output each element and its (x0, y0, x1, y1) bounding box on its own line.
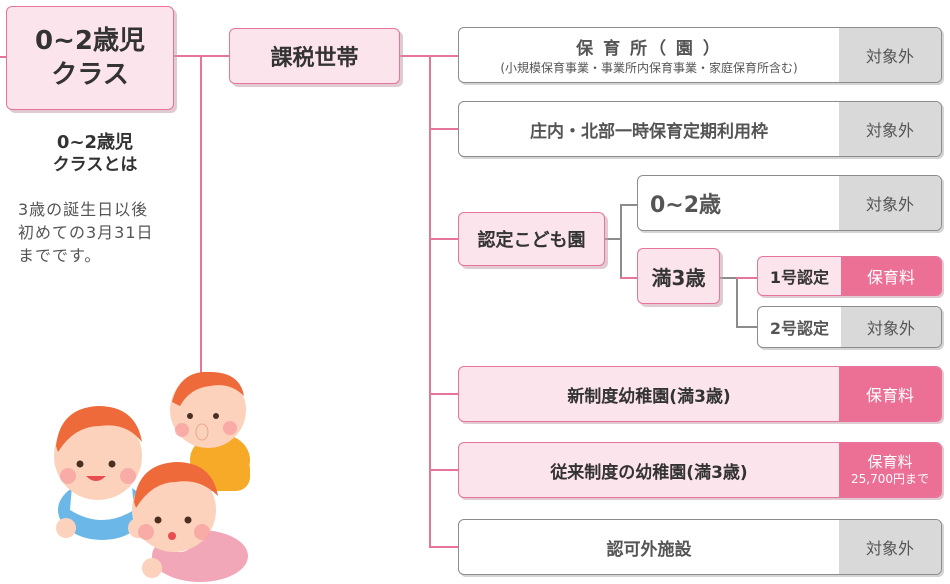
branch-age02 (620, 204, 638, 206)
baby-left (54, 406, 148, 540)
row-nin2-tag: 対象外 (841, 307, 941, 347)
connector-down-to-illustration (200, 56, 202, 374)
baby-right (170, 371, 250, 491)
row-ninkagai-tag: 対象外 (839, 520, 941, 574)
row-hoikusho-main: 保 育 所（ 園 ） (小規模保育事業・事業所内保育事業・家庭保育所含む) (459, 28, 839, 82)
row-hoikusho: 保 育 所（ 園 ） (小規模保育事業・事業所内保育事業・家庭保育所含む) 対象… (458, 27, 942, 83)
row-hoikusho-subtitle: (小規模保育事業・事業所内保育事業・家庭保育所含む) (500, 61, 798, 75)
branch-shonai (429, 128, 459, 130)
row-shinseido-title: 新制度幼稚園(満3歳) (567, 386, 731, 407)
row-shonai-title: 庄内・北部一時保育定期利用枠 (530, 121, 768, 142)
row-ninkagai: 認可外施設 対象外 (458, 519, 942, 575)
baby-front (132, 462, 248, 582)
branch-kodomoen (429, 238, 459, 240)
branch-ninkagai (429, 546, 459, 548)
row-nin1-tag: 保育料 (841, 257, 941, 295)
branch-shinseido (429, 393, 459, 395)
row-nin2: 2号認定 対象外 (757, 306, 942, 348)
row-ninkagai-main: 認可外施設 (459, 520, 839, 574)
man3-label: 満3歳 (651, 265, 706, 290)
note-title: 0~2歳児 クラスとは (30, 132, 160, 176)
branch-nin1 (736, 277, 758, 279)
branch-hoikusho (429, 55, 459, 57)
taxed-household-box: 課税世帯 (229, 28, 400, 84)
row-shonai: 庄内・北部一時保育定期利用枠 対象外 (458, 101, 942, 157)
row-ninkagai-title: 認可外施設 (606, 539, 692, 560)
kodomoen-box: 認定こども園 (458, 212, 605, 266)
kodomoen-label: 認定こども園 (477, 230, 586, 251)
row-hoikusho-tag: 対象外 (839, 28, 941, 82)
row-nin2-title: 2号認定 (769, 319, 830, 338)
class-box: 0~2歳児 クラス (6, 6, 174, 110)
row-shinseido: 新制度幼稚園(満3歳) 保育料 (458, 366, 942, 422)
row-jurai-tag: 保育料 25,700円まで (839, 443, 941, 497)
nintei-spine (736, 277, 738, 327)
row-age02-title: 0~2歳 (650, 193, 722, 218)
branch-man3 (620, 277, 638, 279)
note-title-line1: 0~2歳児 (56, 132, 134, 153)
row-nin1-main: 1号認定 (758, 257, 841, 295)
row-jurai-main: 従来制度の幼稚園(満3歳) (459, 443, 839, 497)
connector-left-stub (0, 56, 8, 58)
note-title-line2: クラスとは (52, 155, 138, 175)
connector-class-to-taxed (174, 55, 230, 57)
connector-kodomoen-out (605, 238, 621, 240)
row-nin1-title: 1号認定 (769, 268, 830, 287)
row-nin1: 1号認定 保育料 (757, 256, 942, 296)
connector-man3-out (720, 277, 736, 279)
row-shonai-main: 庄内・北部一時保育定期利用枠 (459, 102, 839, 156)
note-body-line1: 3歳の誕生日以後 (18, 200, 149, 219)
note-body-line3: までです。 (18, 246, 102, 265)
branch-jurai (429, 469, 459, 471)
note-body: 3歳の誕生日以後 初めての3月31日 までです。 (18, 198, 198, 267)
row-age02: 0~2歳 対象外 (637, 175, 942, 231)
branch-nin2 (736, 326, 758, 328)
kodomoen-spine (620, 204, 622, 278)
row-jurai: 従来制度の幼稚園(満3歳) 保育料 25,700円まで (458, 442, 942, 498)
row-shonai-tag: 対象外 (839, 102, 941, 156)
babies-illustration (54, 371, 250, 582)
row-age02-tag: 対象外 (839, 176, 941, 230)
taxed-household-label: 課税世帯 (270, 46, 359, 71)
class-box-line2: クラス (51, 60, 129, 90)
note-body-line2: 初めての3月31日 (18, 223, 154, 242)
row-nin2-main: 2号認定 (758, 307, 841, 347)
row-hoikusho-title: 保 育 所（ 園 ） (576, 39, 722, 59)
row-jurai-tag-label: 保育料 (867, 453, 913, 471)
row-age02-main: 0~2歳 (638, 176, 839, 230)
row-jurai-tag-sub: 25,700円まで (851, 472, 929, 486)
man3-box: 満3歳 (637, 248, 720, 304)
class-box-line1: 0~2歳児 (35, 26, 145, 56)
connector-taxed-to-spine (400, 55, 430, 57)
row-jurai-title: 従来制度の幼稚園(満3歳) (550, 462, 748, 483)
main-spine (429, 55, 431, 547)
row-shinseido-tag: 保育料 (839, 367, 941, 421)
row-shinseido-main: 新制度幼稚園(満3歳) (459, 367, 839, 421)
